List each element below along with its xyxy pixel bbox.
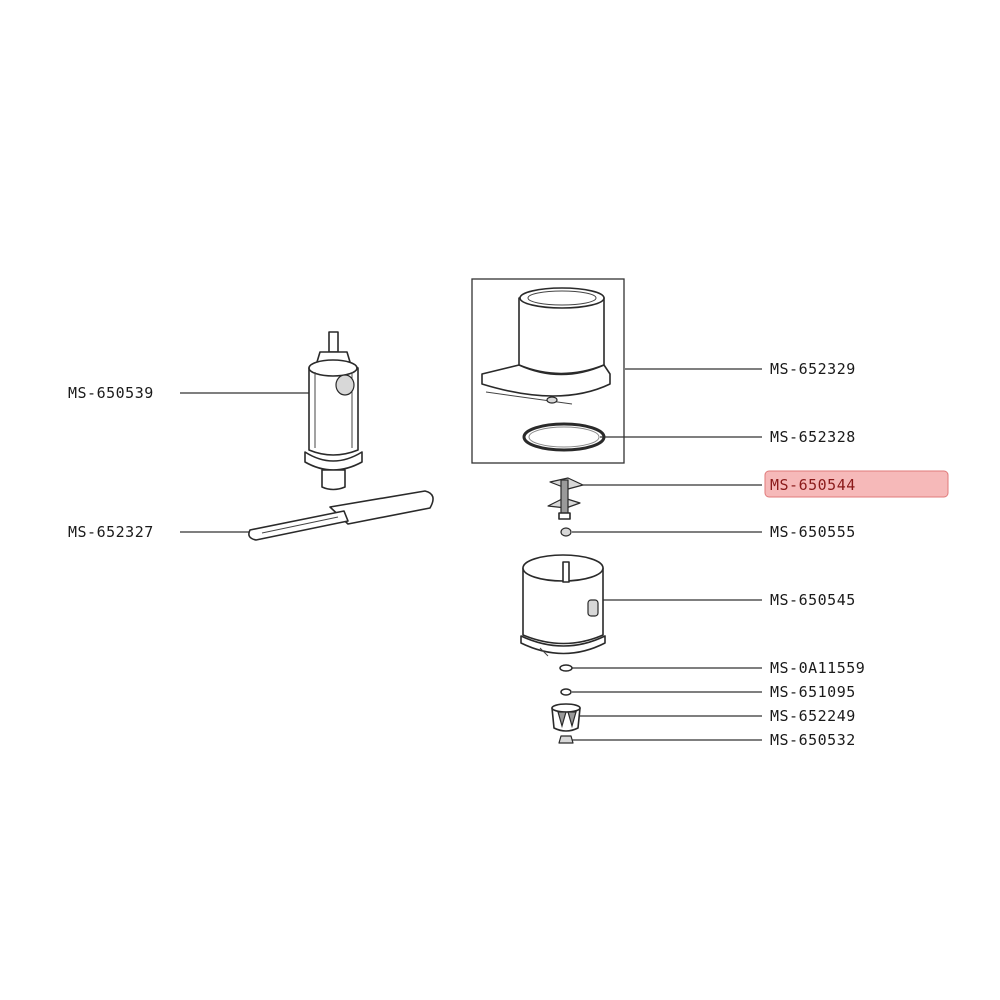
spatula-drawing [248, 490, 434, 541]
part-label-ms-651095[interactable]: MS-651095 [770, 683, 856, 701]
part-label-ms-652249[interactable]: MS-652249 [770, 707, 856, 725]
lid-group-frame [471, 278, 625, 464]
lid-base [481, 364, 611, 397]
coupler-tooth [557, 711, 567, 729]
motor-unit-drawing [304, 331, 363, 491]
motor-button [335, 374, 355, 396]
lid-cylinder [518, 297, 605, 375]
part-label-ms-652329[interactable]: MS-652329 [770, 360, 856, 378]
lid-latch [546, 396, 558, 404]
o-ring-1 [559, 664, 573, 672]
motor-drive-shaft [321, 469, 346, 491]
coupler-top [551, 703, 581, 713]
bowl-center-post [562, 561, 570, 583]
part-label-ms-0a11559[interactable]: MS-0A11559 [770, 659, 865, 677]
nut [558, 735, 574, 744]
part-label-ms-652328[interactable]: MS-652328 [770, 428, 856, 446]
blade-shaft [560, 479, 569, 518]
bowl-body [522, 567, 604, 645]
lid-top [519, 287, 605, 309]
bowl-release-button [587, 599, 599, 617]
motor-base-ring [304, 451, 363, 471]
bowl-drawing [520, 554, 606, 657]
part-labels: MS-650539 MS-652327 MS-652329 MS-652328 … [68, 360, 865, 749]
blade-tip [558, 512, 571, 520]
part-label-ms-652327[interactable]: MS-652327 [68, 523, 154, 541]
gasket-ring [522, 422, 606, 452]
part-label-ms-650532[interactable]: MS-650532 [770, 731, 856, 749]
part-label-ms-650544[interactable]: MS-650544 [770, 476, 856, 494]
o-ring-2 [560, 688, 572, 696]
lid-group [471, 278, 625, 464]
washer-drawing [560, 527, 572, 537]
washer [560, 527, 572, 537]
gasket-drawing [522, 422, 606, 452]
spatula-blade [329, 490, 434, 525]
small-parts-drawing [551, 664, 581, 744]
part-label-ms-650539[interactable]: MS-650539 [68, 384, 154, 402]
part-label-ms-650545[interactable]: MS-650545 [770, 591, 856, 609]
selected-part-highlight [764, 470, 949, 498]
motor-spindle [328, 331, 339, 353]
part-label-ms-650555[interactable]: MS-650555 [770, 523, 856, 541]
leader-lines [180, 368, 762, 741]
motor-top-face [308, 359, 358, 377]
blade-drawing [547, 477, 584, 520]
bowl-base [520, 635, 606, 655]
